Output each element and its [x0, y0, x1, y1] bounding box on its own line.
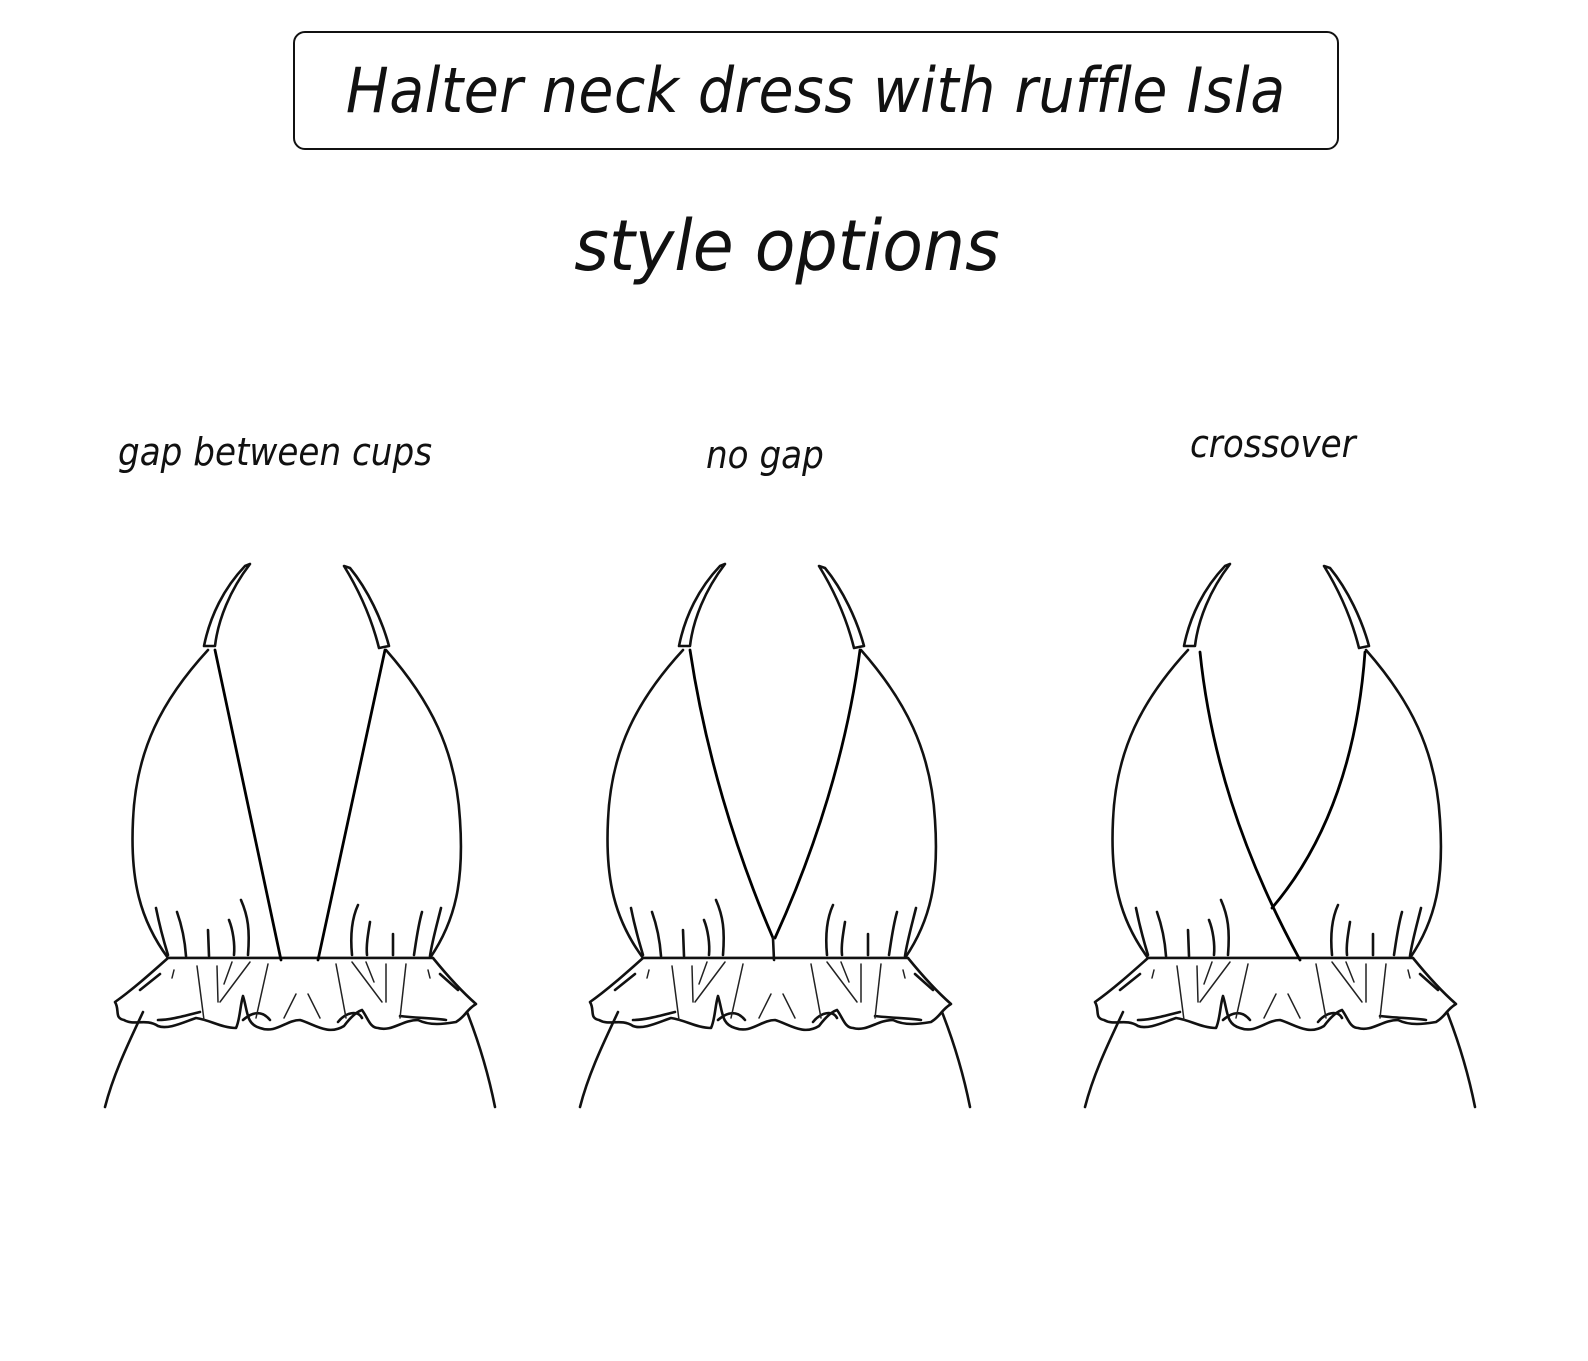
subtitle-wrap: style options: [0, 205, 1588, 287]
page-title: Halter neck dress with ruffle Isla: [346, 54, 1286, 127]
page-subtitle: style options: [574, 205, 1000, 287]
option-label-no-gap: no gap: [706, 433, 824, 477]
bodice-drawing-no-gap: [578, 562, 972, 1109]
option-label-crossover: crossover: [1190, 422, 1356, 466]
illustration-no-gap: [575, 550, 995, 1115]
option-label-gap: gap between cups: [118, 430, 433, 474]
title-box: Halter neck dress with ruffle Isla: [293, 31, 1339, 150]
bodice-drawing-crossover: [1083, 562, 1477, 1109]
illustration-crossover: [1080, 550, 1500, 1115]
bodice-drawing-gap: [103, 562, 497, 1109]
illustration-gap-between-cups: [100, 550, 520, 1115]
